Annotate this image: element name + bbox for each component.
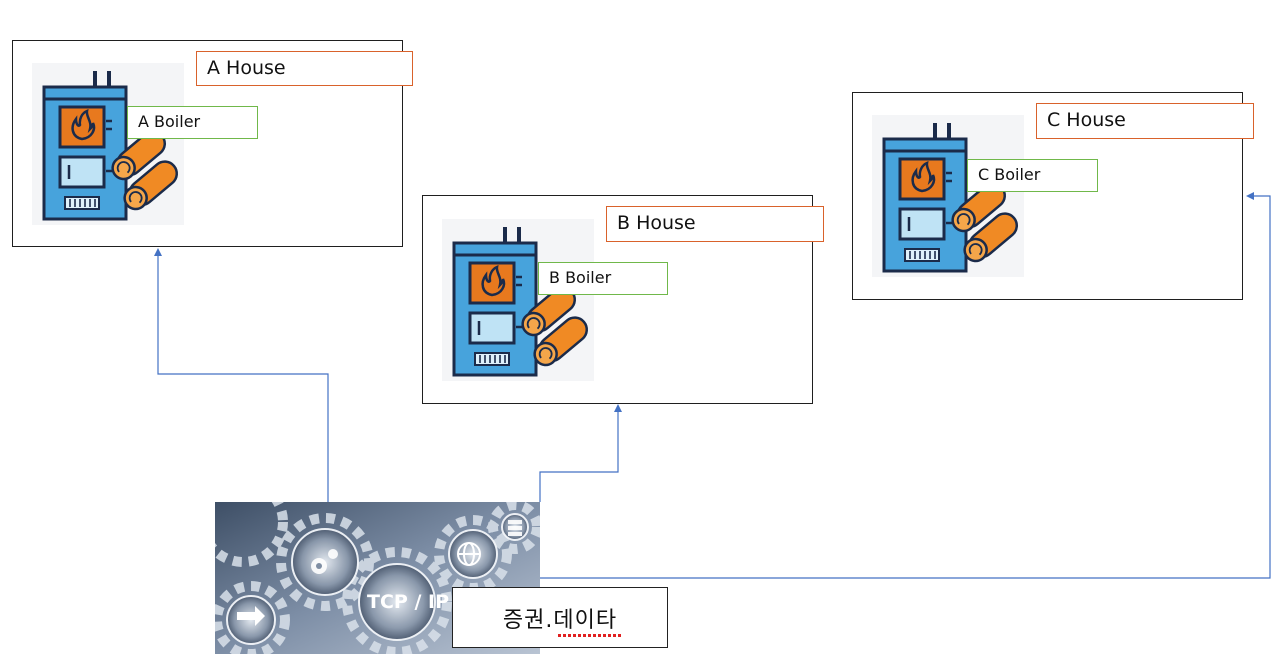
boiler-c-label: C Boiler	[967, 159, 1098, 192]
securities-data-text: 증권.데이타	[503, 602, 622, 637]
boiler-b-label: B Boiler	[538, 262, 668, 295]
house-c-label: C House	[1036, 103, 1254, 139]
house-a-label: A House	[196, 51, 413, 86]
connector-to-c-house	[540, 192, 1271, 579]
boiler-c-illustration	[872, 115, 1024, 277]
boiler-b-illustration	[442, 219, 594, 381]
connector-to-a-house	[154, 248, 329, 502]
connector-to-b-house	[539, 404, 622, 502]
tcp-ip-text: TCP / IP	[367, 591, 449, 613]
house-b-label: B House	[606, 206, 824, 242]
boiler-a-illustration	[32, 63, 184, 225]
boiler-a-label: A Boiler	[127, 106, 258, 139]
securities-data-label: 증권.데이타	[452, 587, 668, 648]
